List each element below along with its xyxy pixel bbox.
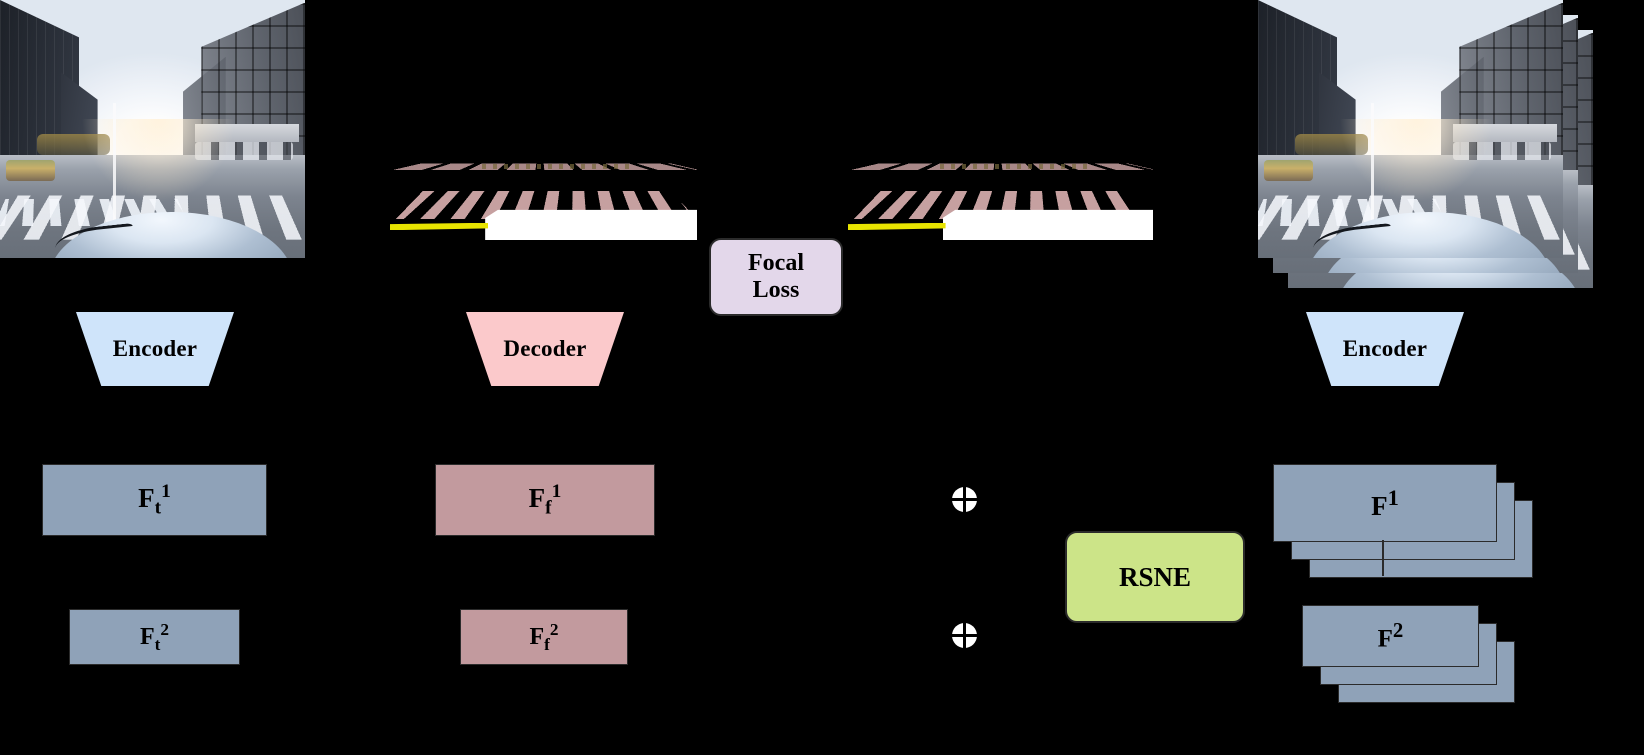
feature-ft1[interactable]: Ft1 <box>42 464 267 536</box>
feature-f2-stack[interactable]: F2 <box>1302 605 1552 703</box>
add-operator-bottom-icon <box>952 623 977 648</box>
feature-ft1-label: Ft1 <box>138 480 171 519</box>
encoder-right-block[interactable]: Encoder <box>1306 312 1464 386</box>
feature-ff2-label: Ff2 <box>529 619 559 654</box>
street-pole <box>112 103 116 238</box>
rsne-block[interactable]: RSNE <box>1065 531 1245 623</box>
seg-noise-speckle <box>939 164 1092 169</box>
feature-ff1[interactable]: Ff1 <box>435 464 655 536</box>
input-street-scene <box>0 0 305 258</box>
feature-ff2[interactable]: Ff2 <box>460 609 628 665</box>
flower-planter <box>6 159 55 181</box>
seg-lane-line-class <box>390 222 489 231</box>
feature-ff1-label: Ff1 <box>528 480 562 519</box>
input-street-scene-stack <box>1258 0 1644 288</box>
feature-f2-label: F2 <box>1377 618 1404 653</box>
input-stack-layer-1 <box>1258 0 1563 258</box>
focal-loss-label-line1: Focal <box>748 250 804 277</box>
flower-planter <box>1264 159 1313 181</box>
focal-loss-block[interactable]: Focal Loss <box>709 238 843 316</box>
add-operator-top-icon <box>952 487 977 512</box>
feature-f1-front: F1 <box>1273 464 1497 542</box>
feature-ft2-label: Ft2 <box>139 619 170 654</box>
decoder-block[interactable]: Decoder <box>466 312 624 386</box>
feature-f1-stack[interactable]: F1 <box>1273 464 1563 578</box>
seg-vehicle-class <box>485 209 697 240</box>
connector-f1-vertical <box>1382 540 1384 576</box>
rsne-label: RSNE <box>1118 561 1192 592</box>
encoder-left-block[interactable]: Encoder <box>76 312 234 386</box>
feature-f2-front: F2 <box>1302 605 1479 667</box>
ground-truth-segmentation-map <box>848 132 1153 240</box>
seg-vehicle-class <box>942 209 1153 240</box>
encoder-right-label: Encoder <box>1342 336 1428 361</box>
focal-loss-label-line2: Loss <box>752 277 800 303</box>
feature-ft2[interactable]: Ft2 <box>69 609 240 665</box>
decoder-label: Decoder <box>503 336 587 361</box>
street-pole <box>1370 103 1374 238</box>
encoder-left-label: Encoder <box>112 336 198 361</box>
predicted-segmentation-map <box>390 132 697 240</box>
seg-noise-speckle <box>482 164 636 169</box>
feature-f1-label: F1 <box>1371 484 1399 521</box>
seg-lane-line-class <box>848 222 946 231</box>
